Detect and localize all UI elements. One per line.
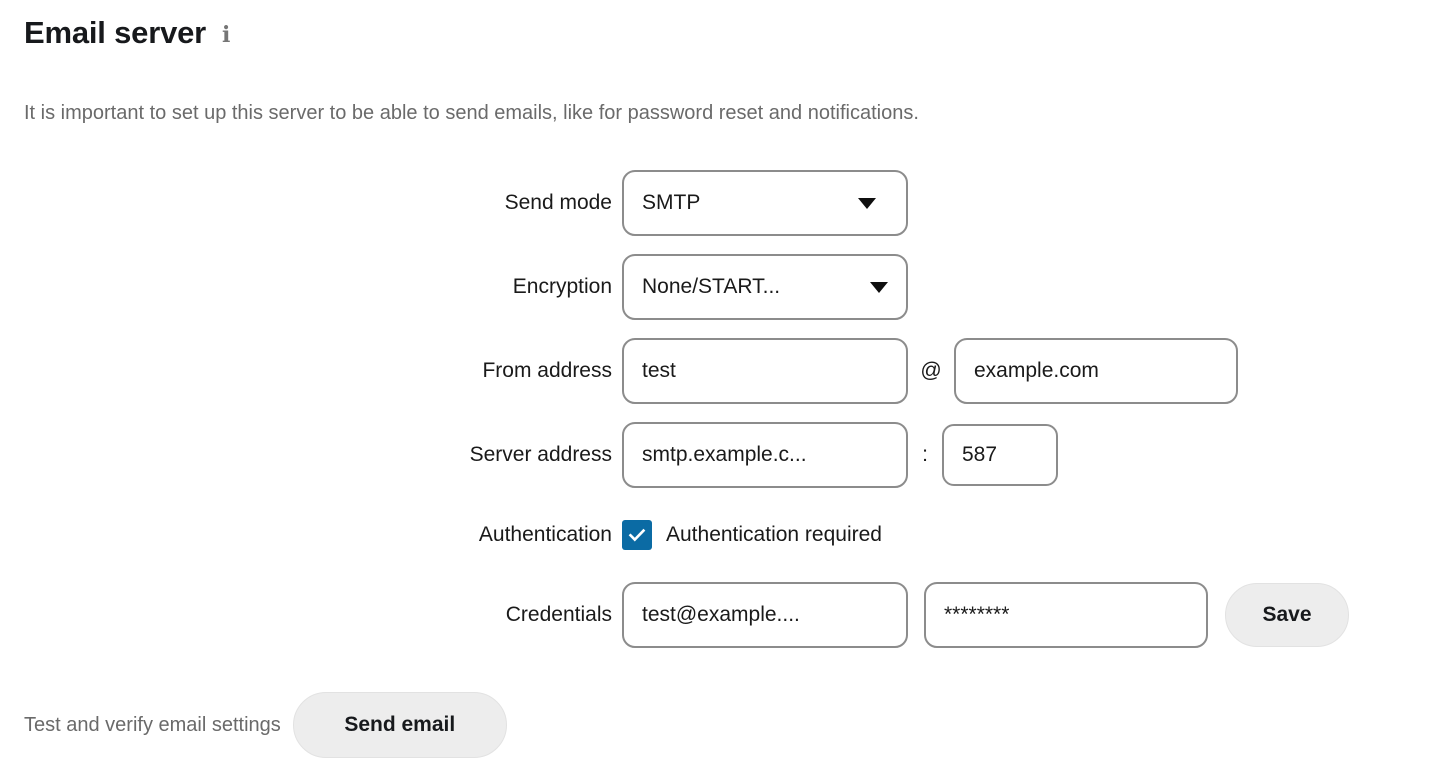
form-row-from-address: From address test @ example.com [0, 338, 1448, 404]
save-button[interactable]: Save [1225, 583, 1349, 647]
form-row-encryption: Encryption None/START... [0, 254, 1448, 320]
label-send-mode: Send mode [504, 191, 612, 214]
page-header: Email server i [24, 15, 231, 50]
authentication-checkbox-group[interactable]: Authentication required [622, 520, 882, 550]
control-encryption: None/START... [622, 254, 908, 320]
control-send-mode: SMTP [622, 170, 908, 236]
colon-separator: : [922, 443, 928, 466]
server-port-input[interactable]: 587 [942, 424, 1058, 486]
control-from-address: test @ example.com [622, 338, 1238, 404]
authentication-required-label: Authentication required [666, 523, 882, 546]
form-row-server-address: Server address smtp.example.c... : 587 [0, 422, 1448, 488]
credentials-password-input[interactable]: ******** [924, 582, 1208, 648]
page-description: It is important to set up this server to… [24, 102, 919, 124]
page-title: Email server [24, 15, 207, 50]
label-credentials: Credentials [505, 603, 612, 626]
test-email-label: Test and verify email settings [24, 713, 281, 736]
control-authentication: Authentication required [622, 520, 882, 550]
at-separator: @ [920, 359, 942, 382]
control-credentials: test@example.... ******** Save [622, 582, 1349, 648]
label-server-address: Server address [469, 443, 612, 466]
encryption-select[interactable]: None/START... [622, 254, 908, 320]
from-address-local-value: test [642, 359, 676, 382]
control-server-address: smtp.example.c... : 587 [622, 422, 1058, 488]
send-mode-value: SMTP [642, 191, 701, 214]
credentials-username-input[interactable]: test@example.... [622, 582, 908, 648]
from-address-domain-value: example.com [974, 359, 1099, 382]
credentials-username-value: test@example.... [642, 603, 800, 626]
server-port-value: 587 [962, 443, 998, 466]
send-email-button[interactable]: Send email [292, 692, 507, 758]
server-address-input[interactable]: smtp.example.c... [622, 422, 908, 488]
credentials-password-value: ******** [944, 603, 1010, 626]
form-row-authentication: Authentication Authentication required [0, 502, 1448, 568]
form-row-send-mode: Send mode SMTP [0, 170, 1448, 236]
from-address-local-input[interactable]: test [622, 338, 908, 404]
label-encryption: Encryption [512, 275, 612, 298]
send-mode-select[interactable]: SMTP [622, 170, 908, 236]
chevron-down-icon [870, 281, 888, 293]
info-icon[interactable]: i [222, 22, 231, 49]
form-row-credentials: Credentials test@example.... ******** Sa… [0, 582, 1448, 648]
server-address-value: smtp.example.c... [642, 443, 807, 466]
from-address-domain-input[interactable]: example.com [954, 338, 1238, 404]
encryption-value: None/START... [642, 275, 781, 298]
label-authentication: Authentication [478, 523, 612, 546]
authentication-required-checkbox[interactable] [622, 520, 652, 550]
chevron-down-icon [858, 197, 876, 209]
email-server-form: Send mode SMTP Encryption None/START... … [0, 170, 1448, 666]
label-from-address: From address [482, 359, 612, 382]
test-email-row: Test and verify email settings Send emai… [24, 692, 507, 758]
